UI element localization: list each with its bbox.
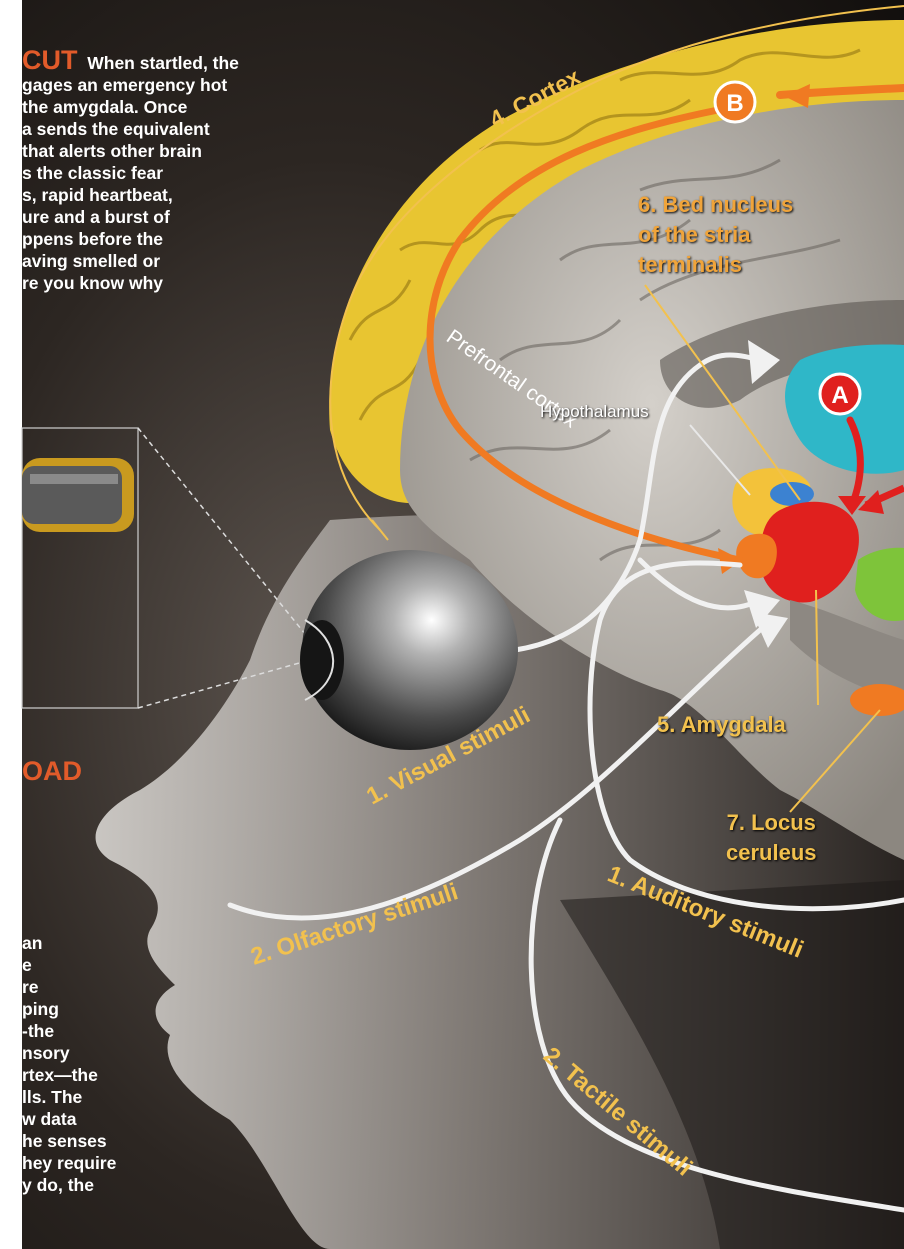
top-article-line: re you know why [22,272,239,294]
bottom-article-line: re [22,976,116,998]
top-article-line-0: CUT When startled, the [22,49,239,74]
bottom-article-line: nsory [22,1042,116,1064]
top-article: CUT When startled, the gages an emergenc… [22,49,239,294]
top-article-line: aving smelled or [22,250,239,272]
top-article-line: ppens before the [22,228,239,250]
label-locus-ceruleus: 7. Locus ceruleus [726,808,817,868]
marker-b-label: B [726,90,743,117]
bottom-article-heading: OAD [22,760,82,782]
bottom-article-line: lls. The [22,1086,116,1108]
top-article-heading: CUT [22,45,78,75]
label-amygdala: 5. Amygdala [657,712,786,738]
bottom-article-body: an e re ping -the nsory rtex—the lls. Th… [22,932,116,1196]
label-bed-nucleus: 6. Bed nucleus of the stria terminalis [638,190,793,280]
bottom-article-line: an [22,932,116,954]
top-article-line: ure and a burst of [22,206,239,228]
bottom-article-line: he senses [22,1130,116,1152]
bottom-article-line: w data [22,1108,116,1130]
bottom-article-line: rtex—the [22,1064,116,1086]
label-hypothalamus: Hypothalamus [540,402,649,422]
bottom-article-line: e [22,954,116,976]
top-article-line: s, rapid heartbeat, [22,184,239,206]
bottom-article-line: -the [22,1020,116,1042]
marker-b: B [715,82,755,122]
top-article-line: gages an emergency hot [22,74,239,96]
bottom-article-line: y do, the [22,1174,116,1196]
marker-a: A [820,374,860,414]
top-article-line: the amygdala. Once [22,96,239,118]
top-article-line: s the classic fear [22,162,239,184]
top-article-line: that alerts other brain [22,140,239,162]
marker-a-label: A [831,382,848,409]
top-article-line: a sends the equivalent [22,118,239,140]
bottom-article-line: hey require [22,1152,116,1174]
bottom-article-line: ping [22,998,116,1020]
bottom-article: OAD [22,760,82,782]
